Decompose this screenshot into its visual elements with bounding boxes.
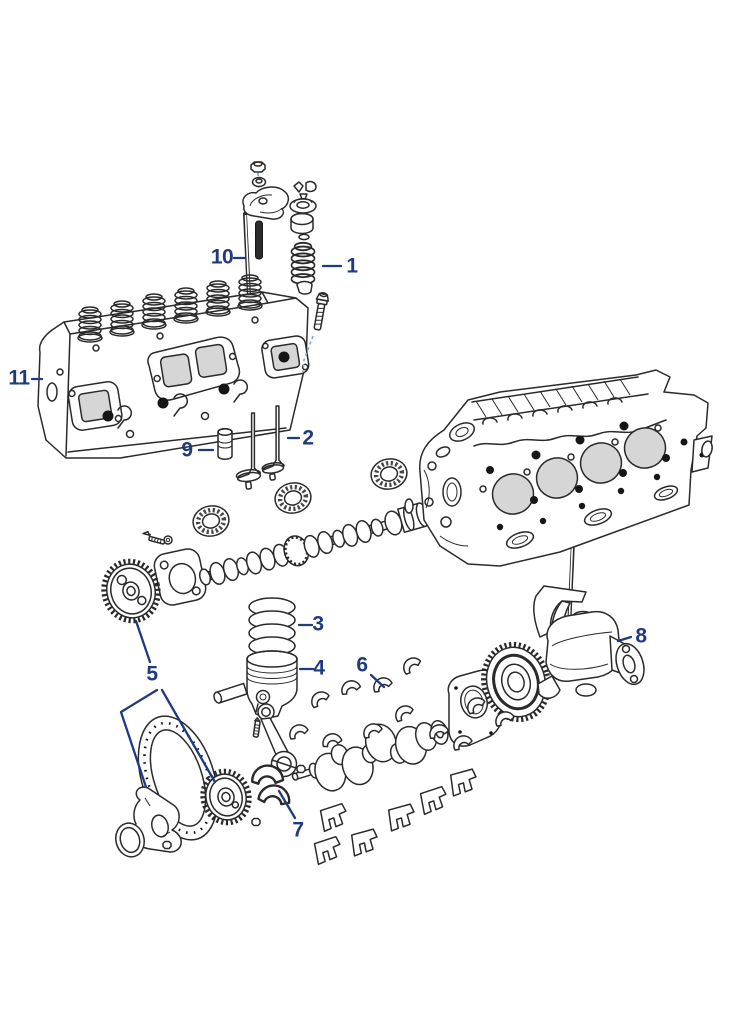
part-cylinder-head (37, 274, 310, 459)
callout-11: 11 (8, 366, 30, 390)
part-engine-block (404, 369, 713, 567)
part-piston-rings (248, 597, 296, 656)
leader-8 (616, 635, 633, 643)
part-oil-pump (533, 539, 645, 699)
part-valves (235, 405, 285, 490)
head-valve-springs (77, 274, 263, 343)
part-crankshaft (291, 719, 449, 792)
callout-10: 10 (210, 245, 234, 269)
callout-3: 3 (312, 612, 324, 636)
part-rocker-arm-assembly (242, 161, 290, 299)
part-camshaft (198, 502, 430, 586)
leader-5a (134, 619, 152, 664)
part-piston (213, 650, 298, 718)
callout-2: 2 (302, 426, 314, 450)
part-crank-sprocket (200, 768, 252, 826)
leader-7 (277, 789, 297, 820)
leader-5b (119, 688, 159, 789)
callout-1: 1 (346, 254, 358, 278)
part-valve-lifter (217, 428, 233, 460)
callout-6: 6 (356, 653, 368, 677)
callout-8: 8 (635, 624, 647, 648)
part-timing-cover (115, 786, 182, 858)
callout-5: 5 (146, 662, 158, 686)
callout-9: 9 (181, 438, 193, 462)
part-head-bolt (302, 291, 330, 373)
leader-6 (369, 673, 386, 689)
callout-leader-lines (30, 256, 633, 820)
part-cam-timing-gear (101, 558, 161, 624)
part-valve-spring-assembly (289, 180, 317, 295)
callout-7: 7 (292, 818, 304, 842)
leader-5c (160, 688, 217, 784)
callout-4: 4 (313, 656, 325, 680)
